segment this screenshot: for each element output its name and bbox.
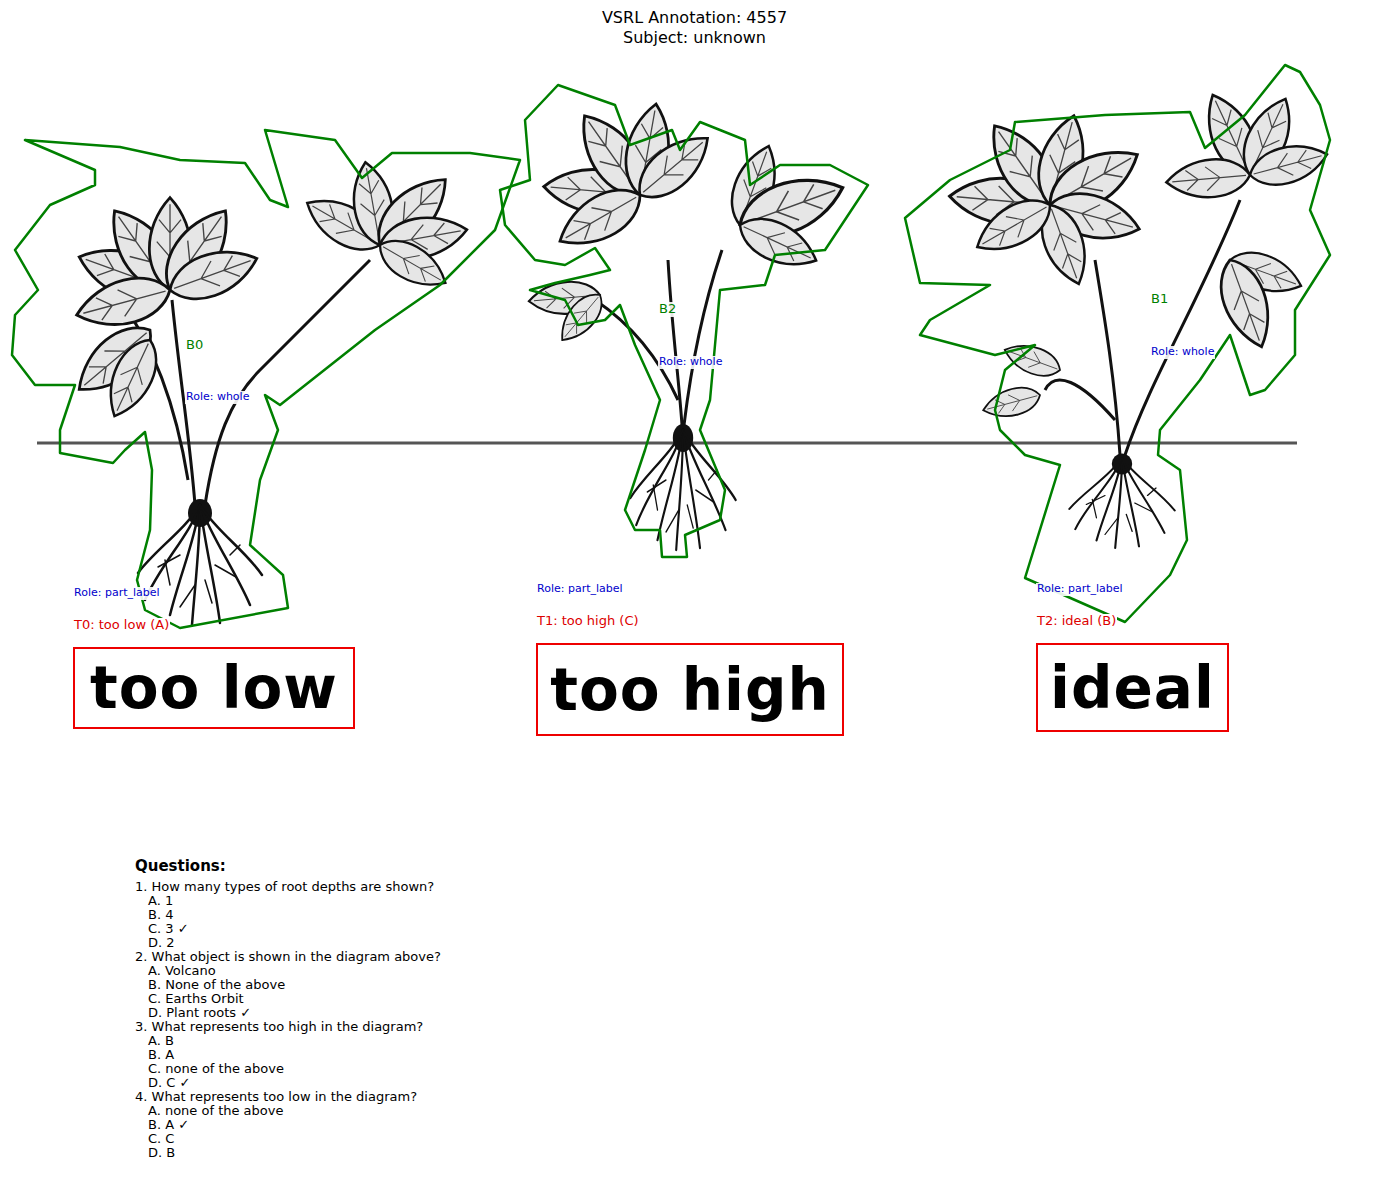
target-label: T1: too high (C)	[536, 614, 640, 629]
answer-option: D. 2	[148, 936, 175, 950]
region-outline	[12, 130, 520, 628]
answer-option: D. Plant roots ✓	[148, 1006, 251, 1020]
answer-option: D. B	[148, 1146, 175, 1160]
role-label: Role: whole	[185, 391, 250, 404]
role-label: Role: part_label	[1036, 583, 1124, 596]
whole-region: B2Role: whole	[500, 85, 868, 557]
role-label: Role: whole	[658, 356, 723, 369]
question-text: 3. What represents too high in the diagr…	[135, 1020, 423, 1034]
region-outline	[500, 85, 868, 557]
box-id: B1	[1150, 292, 1169, 307]
region-outline	[12, 130, 520, 628]
answer-box: ideal	[1036, 643, 1229, 732]
question-text: 2. What object is shown in the diagram a…	[135, 950, 441, 964]
region-outline	[905, 65, 1330, 622]
box-id: B0	[185, 338, 204, 353]
answer-option: B. A ✓	[148, 1118, 189, 1132]
answer-text: too low	[90, 659, 338, 717]
role-label: Role: part_label	[536, 583, 624, 596]
target-label: T2: ideal (B)	[1036, 614, 1117, 629]
box-id: B2	[658, 302, 677, 317]
answer-option: A. 1	[148, 894, 173, 908]
whole-region: B0Role: whole	[12, 130, 520, 628]
region-outline	[500, 85, 868, 557]
whole-region: B1Role: whole	[905, 65, 1330, 622]
diagram-title: VSRL Annotation: 4557	[0, 9, 1389, 27]
answer-box: too high	[536, 643, 844, 736]
answer-box: too low	[73, 647, 355, 729]
answer-option: C. Earths Orbit	[148, 992, 244, 1006]
answer-option: C. C	[148, 1132, 174, 1146]
region-outline	[905, 65, 1330, 622]
questions-heading: Questions:	[135, 858, 226, 875]
answer-option: A. Volcano	[148, 964, 216, 978]
answer-option: B. 4	[148, 908, 173, 922]
answer-option: C. 3 ✓	[148, 922, 189, 936]
role-label: Role: part_label	[73, 587, 161, 600]
answer-text: too high	[550, 661, 830, 719]
question-text: 4. What represents too low in the diagra…	[135, 1090, 417, 1104]
answer-option: B. A	[148, 1048, 174, 1062]
answer-text: ideal	[1050, 659, 1215, 717]
question-text: 1. How many types of root depths are sho…	[135, 880, 434, 894]
role-label: Role: whole	[1150, 346, 1215, 359]
answer-option: A. B	[148, 1034, 174, 1048]
answer-option: D. C ✓	[148, 1076, 190, 1090]
answer-option: C. none of the above	[148, 1062, 284, 1076]
answer-option: A. none of the above	[148, 1104, 283, 1118]
subtitle: Subject: unknown	[0, 29, 1389, 47]
target-label: T0: too low (A)	[73, 618, 170, 633]
answer-option: B. None of the above	[148, 978, 285, 992]
